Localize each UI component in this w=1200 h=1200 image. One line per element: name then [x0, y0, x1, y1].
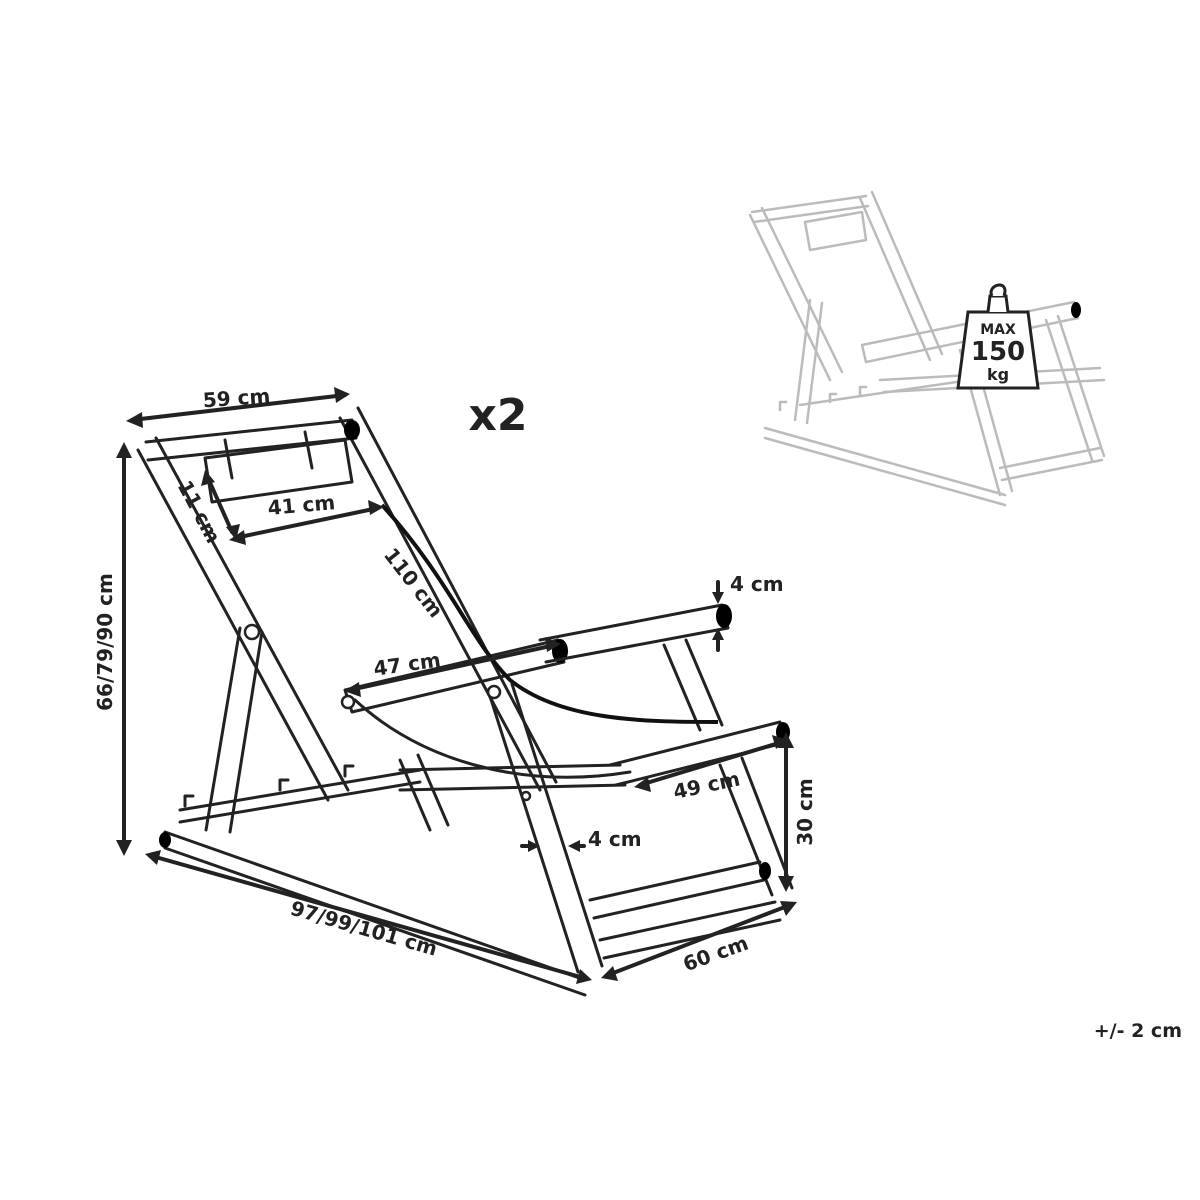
chair-thumbnail — [748, 190, 1106, 507]
deck-chair-drawing — [136, 406, 794, 997]
weight-icon — [956, 283, 1040, 390]
label-overall-width: 60 cm — [680, 931, 752, 977]
label-leg-thickness: 4 cm — [588, 827, 642, 851]
weight-value: 150 — [971, 337, 1025, 367]
weight-unit: kg — [987, 365, 1009, 384]
label-height-positions: 66/79/90 cm — [93, 573, 117, 711]
label-depth-positions: 97/99/101 cm — [288, 896, 440, 961]
quantity-multiplier: x2 — [469, 390, 528, 441]
dimension-arrows — [116, 387, 797, 984]
label-front-height: 30 cm — [793, 778, 817, 846]
tolerance-note: +/- 2 cm — [1094, 1020, 1182, 1042]
label-frame-width: 59 cm — [202, 384, 271, 413]
label-headrest-width: 41 cm — [267, 490, 336, 520]
label-armrest-length: 47 cm — [372, 647, 442, 680]
label-armrest-thickness: 4 cm — [730, 572, 784, 596]
weight-max-label: MAX — [980, 322, 1016, 338]
label-headrest-height: 11 cm — [173, 476, 226, 547]
